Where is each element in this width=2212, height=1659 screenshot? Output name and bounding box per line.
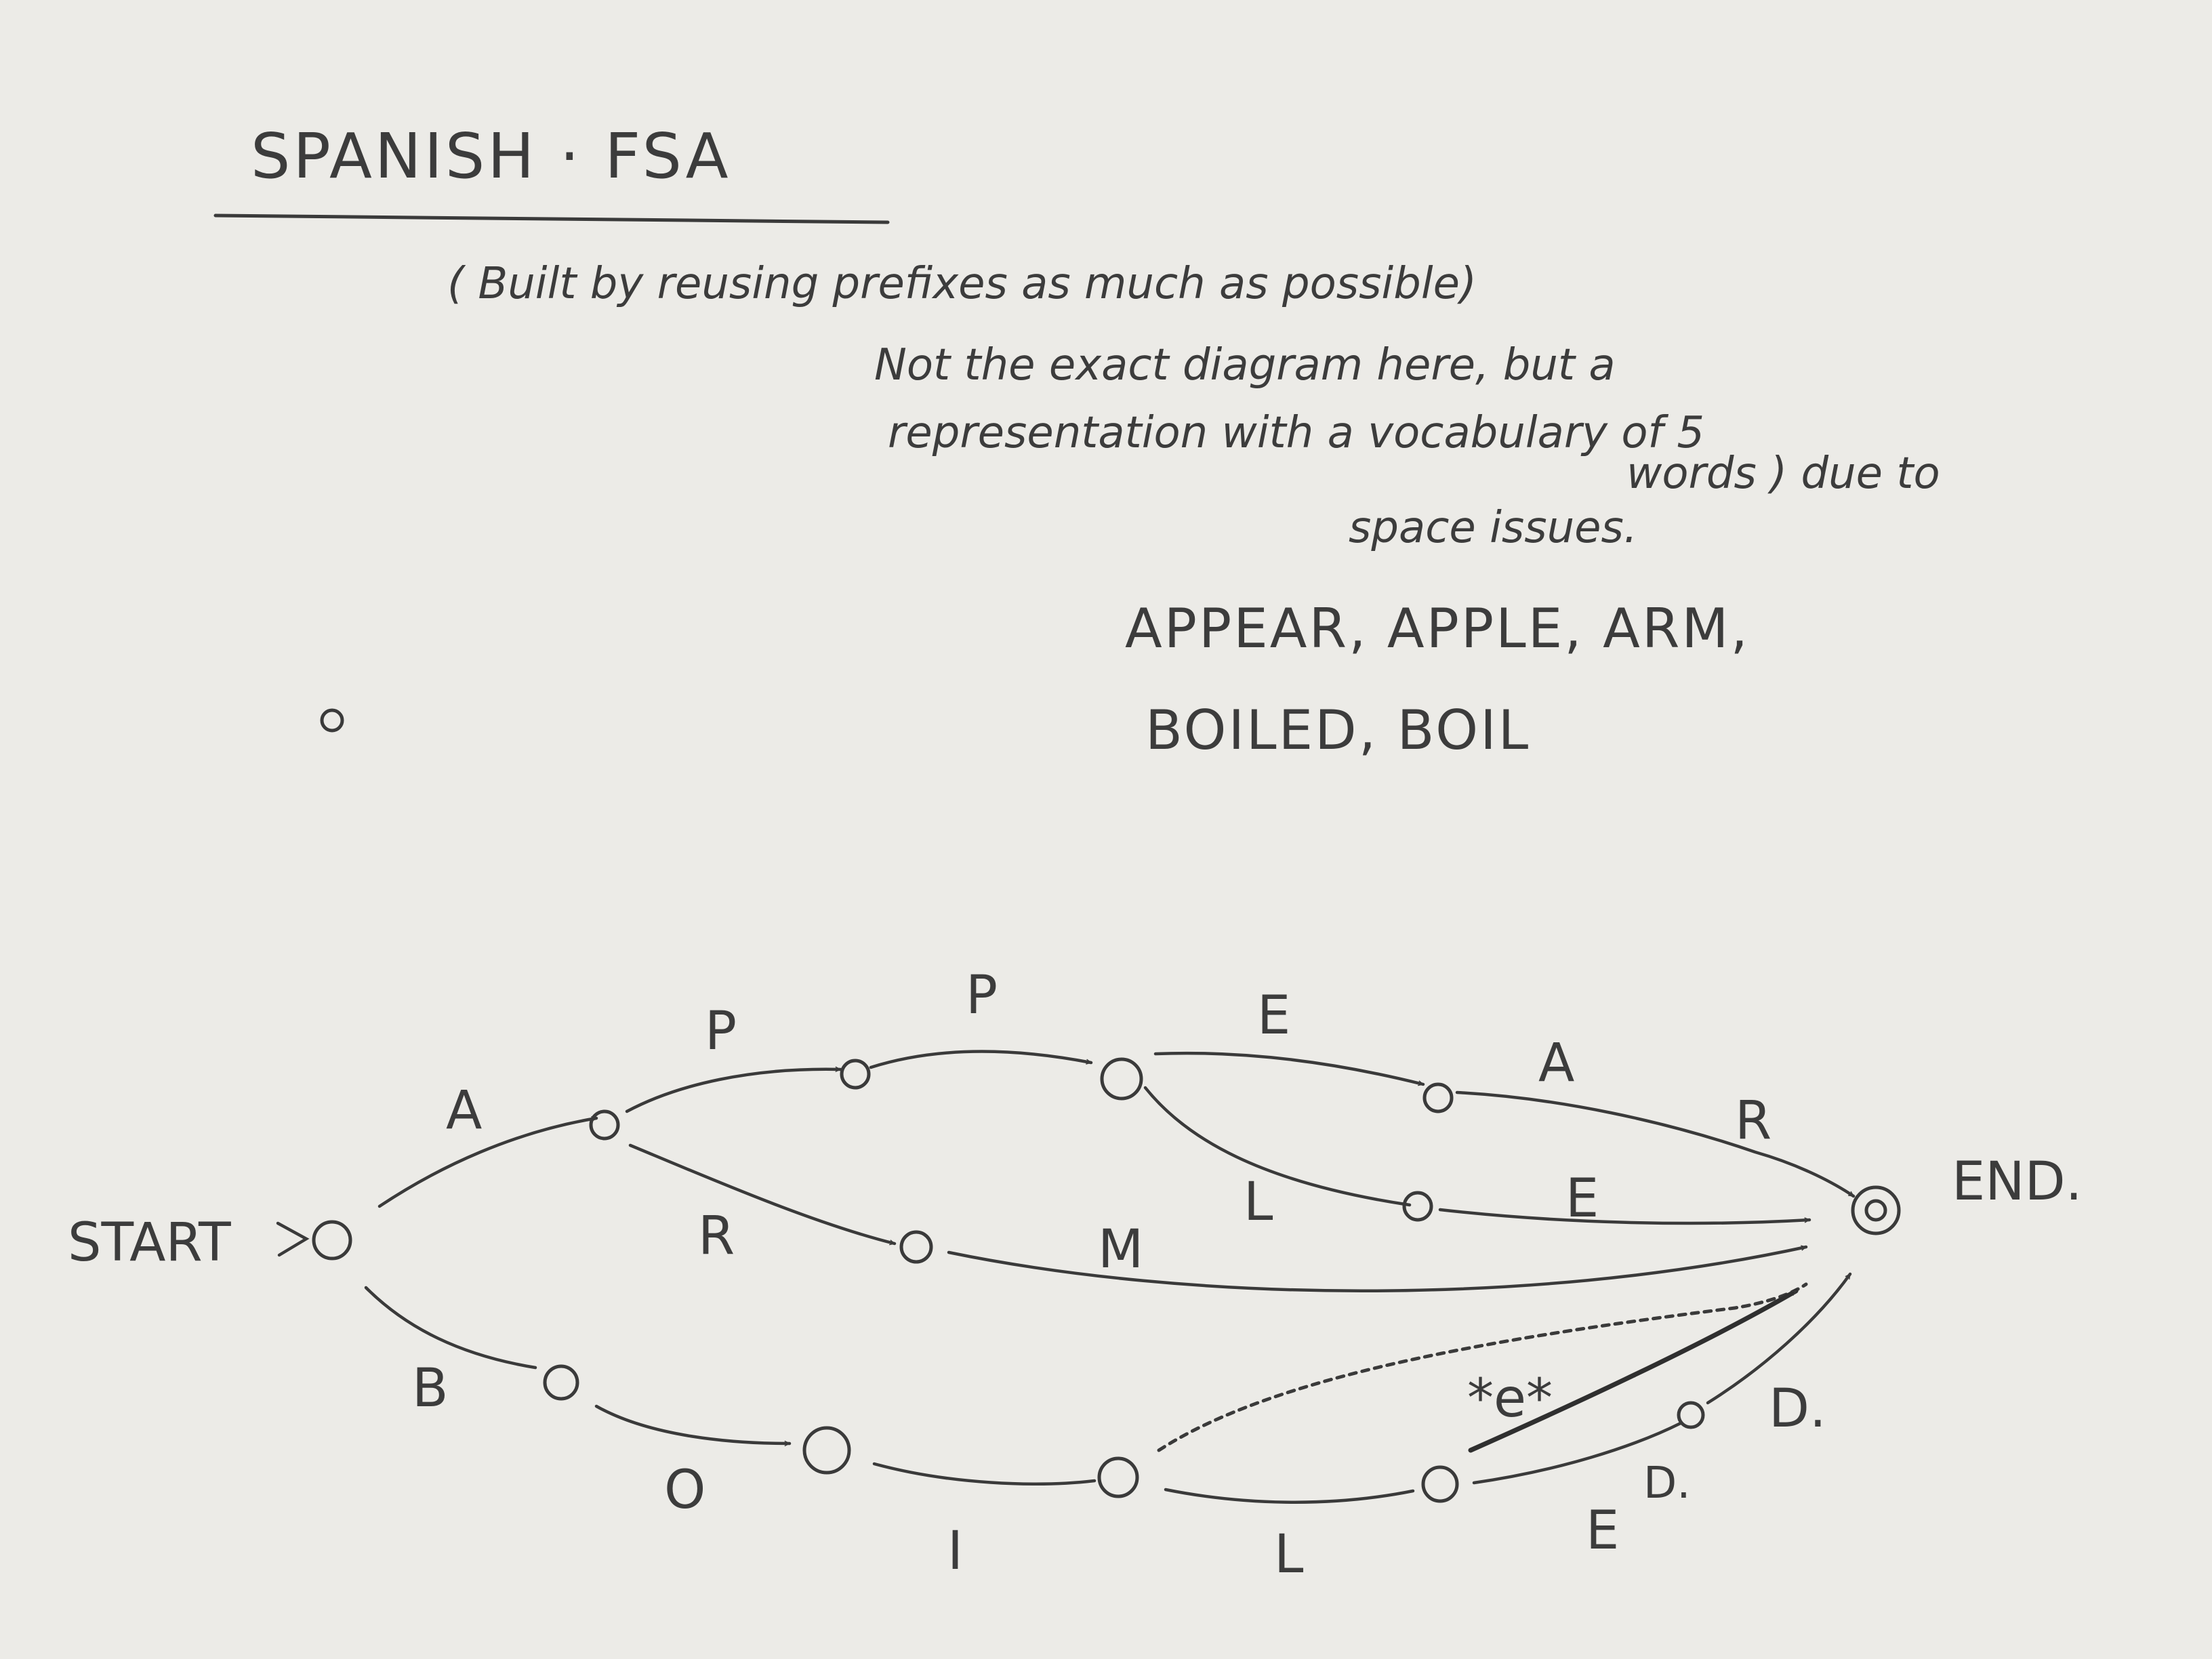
edge-e-a-r: [1455, 1090, 1856, 1198]
edge-label-start-a: A: [446, 1080, 482, 1141]
edge-label-a-p: P: [705, 1001, 737, 1062]
edge-l-e-d: [1472, 1421, 1683, 1485]
edge-o-i: [872, 1462, 1097, 1486]
title-underline: [213, 213, 890, 224]
edge-label-b-o: O: [664, 1460, 705, 1521]
state-a: [589, 1109, 620, 1141]
note-line-3: representation with a vocabulary of 5: [888, 408, 1704, 458]
edge-label-p-p: P: [966, 965, 998, 1026]
edge-l-epsilon: [1468, 1288, 1799, 1453]
edge-pp-l: [1143, 1086, 1412, 1207]
edge-i-end-scribbled: [1157, 1282, 1808, 1452]
edge-label-pp-l: L: [1244, 1172, 1273, 1233]
start-label: START: [68, 1212, 231, 1273]
state-end-inner: [1864, 1199, 1887, 1222]
edge-label-l-e: E: [1565, 1168, 1599, 1229]
edge-label-e-d: D.: [1769, 1378, 1826, 1439]
edge-label-r-m: M: [1098, 1219, 1143, 1280]
vocabulary-line-2: BOILED, BOIL: [1145, 699, 1530, 762]
edge-label-pp-e: E: [1257, 985, 1290, 1046]
edge-label-epsilon: *e*: [1467, 1368, 1553, 1429]
state-boil: [1421, 1465, 1459, 1503]
edge-a-r: [628, 1143, 897, 1244]
state-ap: [840, 1059, 871, 1090]
edge-e-d-end: [1706, 1272, 1852, 1405]
state-bo: [802, 1426, 851, 1475]
state-end-outer: [1851, 1185, 1901, 1235]
state-app: [1100, 1057, 1143, 1101]
edge-start-a: [377, 1118, 598, 1208]
state-ar: [899, 1230, 933, 1264]
stray-circle-mark: [320, 708, 344, 733]
edge-i-l: [1164, 1488, 1415, 1504]
edge-label-l-e2: E: [1586, 1500, 1619, 1561]
state-appl: [1402, 1191, 1433, 1222]
edge-label-start-b: B: [412, 1358, 449, 1419]
edge-pp-e: [1153, 1051, 1425, 1084]
state-appe: [1422, 1082, 1454, 1113]
state-boile: [1677, 1401, 1705, 1429]
edge-a-p: [625, 1069, 842, 1113]
edge-label-e-a: A: [1538, 1033, 1574, 1094]
edge-label-o-i: I: [947, 1521, 963, 1582]
edge-p-p: [869, 1050, 1093, 1069]
edge-start-b: [364, 1286, 537, 1370]
state-start: [312, 1220, 352, 1261]
note-line-5: space issues.: [1349, 503, 1637, 553]
edge-label-i-l: L: [1274, 1524, 1304, 1585]
page-title: SPANISH · FSA: [251, 120, 731, 192]
edge-label-a-r2: R: [698, 1206, 735, 1267]
edge-b-o: [594, 1404, 792, 1443]
note-line-1: ( Built by reusing prefixes as much as p…: [447, 259, 1477, 309]
note-line-4: words ) due to: [1626, 449, 1940, 499]
edge-l-e: [1438, 1208, 1811, 1225]
state-boi: [1097, 1456, 1139, 1498]
start-arrow: [276, 1221, 310, 1257]
end-label: END.: [1952, 1151, 2083, 1212]
vocabulary-line-1: APPEAR, APPLE, ARM,: [1125, 597, 1750, 660]
note-line-2: Not the exact diagram here, but a: [874, 340, 1616, 390]
edge-label-e-d-mark: D.: [1643, 1458, 1691, 1509]
edge-label-a-r: R: [1735, 1090, 1771, 1151]
state-b: [543, 1364, 579, 1401]
edge-r-m: [947, 1247, 1808, 1292]
